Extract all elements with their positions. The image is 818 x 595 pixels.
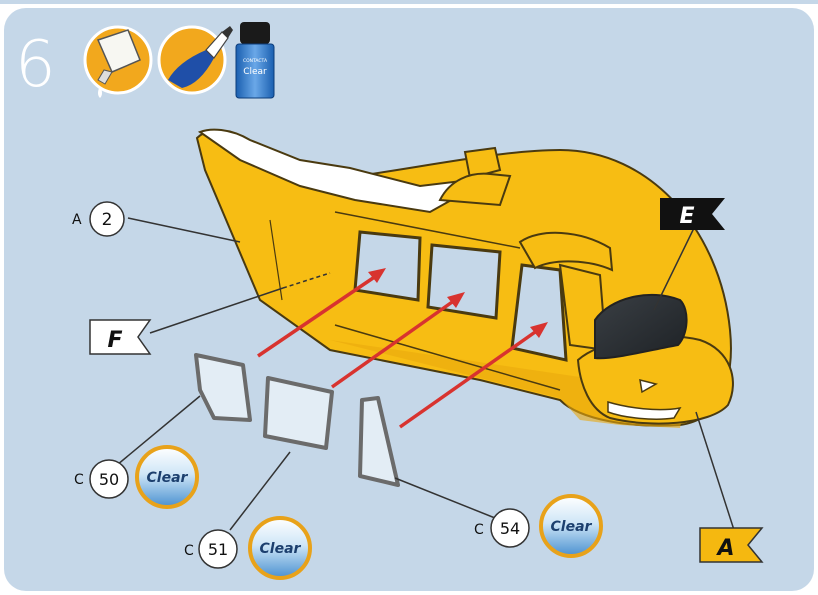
callout-a2-sprue: A: [72, 212, 82, 228]
callout-c50-part: 50: [99, 470, 119, 489]
window-part-51: [265, 378, 332, 448]
callout-a2-part: 2: [102, 210, 113, 230]
callout-c50-paint: Clear: [147, 470, 189, 486]
callout-c51-paint: Clear: [260, 541, 302, 557]
bottle-clear-text: Clear: [243, 67, 267, 77]
callout-c54-paint: Clear: [551, 519, 593, 535]
callout-c54-sprue: C: [474, 522, 484, 538]
contacta-clear-bottle-icon: CONTACTA Clear: [236, 22, 274, 98]
bottle-brand-text: CONTACTA: [243, 58, 268, 64]
callout-c51-part: 51: [208, 540, 228, 559]
callout-c51-sprue: C: [184, 543, 194, 559]
callout-c50-sprue: C: [74, 472, 84, 488]
flag-e-label: E: [679, 204, 694, 229]
top-strip: [0, 0, 818, 4]
callout-c54-part: 54: [500, 519, 520, 538]
flag-f-label: F: [107, 328, 122, 353]
flag-a-label: A: [715, 536, 734, 561]
step-number: 6: [15, 28, 56, 102]
